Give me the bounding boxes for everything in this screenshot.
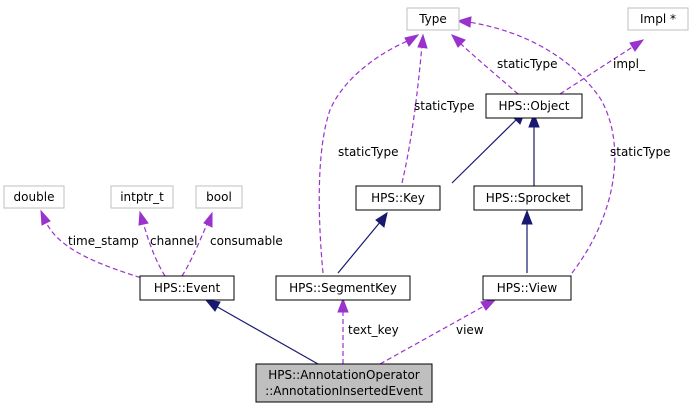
edge-event-to-bool (181, 211, 213, 277)
node-event[interactable]: HPS::Event (139, 275, 235, 301)
edge-segmentkey-to-key (337, 211, 388, 274)
edge-focus-to-segmentkey (337, 297, 349, 364)
node-impl[interactable]: Impl * (627, 7, 689, 31)
edge-label-impl: impl_ (613, 57, 646, 71)
edge-label-text-key: text_key (348, 323, 399, 337)
edge-label-static-type-view: staticType (610, 145, 671, 159)
node-object[interactable]: HPS::Object (485, 93, 583, 119)
node-focus-label-line2: ::AnnotationInsertedEvent (265, 384, 423, 398)
edge-event-to-intptr (138, 210, 166, 277)
edge-label-consumable: consumable (210, 234, 283, 248)
node-double-label: double (14, 190, 55, 204)
edge-label-static-type-segmentkey: staticType (338, 145, 399, 159)
node-type-label: Type (418, 12, 447, 26)
node-intptr[interactable]: intptr_t (110, 185, 174, 209)
node-intptr-label: intptr_t (120, 190, 164, 204)
node-event-label: HPS::Event (154, 281, 221, 295)
edge-object-to-impl (559, 39, 645, 95)
edge-key-to-object (451, 110, 526, 184)
edge-key-to-type (401, 33, 428, 184)
edge-event-to-double (40, 209, 149, 281)
edge-label-time-stamp: time_stamp (68, 234, 139, 248)
node-focus-label-line1: HPS::AnnotationOperator (268, 368, 420, 382)
node-sprocket[interactable]: HPS::Sprocket (473, 185, 583, 211)
node-segmentkey-label: HPS::SegmentKey (289, 281, 397, 295)
node-double[interactable]: double (3, 185, 65, 209)
node-object-label: HPS::Object (498, 99, 569, 113)
edge-view-to-type (456, 16, 616, 274)
node-view[interactable]: HPS::View (482, 275, 572, 301)
node-bool[interactable]: bool (195, 185, 243, 209)
node-view-label: HPS::View (497, 281, 558, 295)
edge-object-to-type (450, 34, 519, 95)
node-key[interactable]: HPS::Key (355, 185, 441, 211)
edge-label-static-type-object: staticType (497, 57, 558, 71)
edge-label-channel: channel (150, 234, 197, 248)
edge-label-static-type-key: staticType (414, 99, 475, 113)
edge-view-to-sprocket (521, 209, 533, 273)
edge-segmentkey-to-type (318, 34, 420, 274)
node-key-label: HPS::Key (371, 191, 425, 205)
edge-label-view: view (456, 323, 484, 337)
edge-focus-to-event (204, 299, 319, 365)
node-segmentkey[interactable]: HPS::SegmentKey (275, 275, 411, 301)
edge-sprocket-to-object (528, 112, 540, 186)
node-annotation-inserted-event[interactable]: HPS::AnnotationOperator ::AnnotationInse… (255, 363, 433, 403)
node-sprocket-label: HPS::Sprocket (486, 191, 571, 205)
node-impl-label: Impl * (640, 12, 676, 26)
edge-focus-to-view (379, 299, 497, 365)
node-type[interactable]: Type (406, 7, 460, 31)
node-bool-label: bool (206, 190, 232, 204)
